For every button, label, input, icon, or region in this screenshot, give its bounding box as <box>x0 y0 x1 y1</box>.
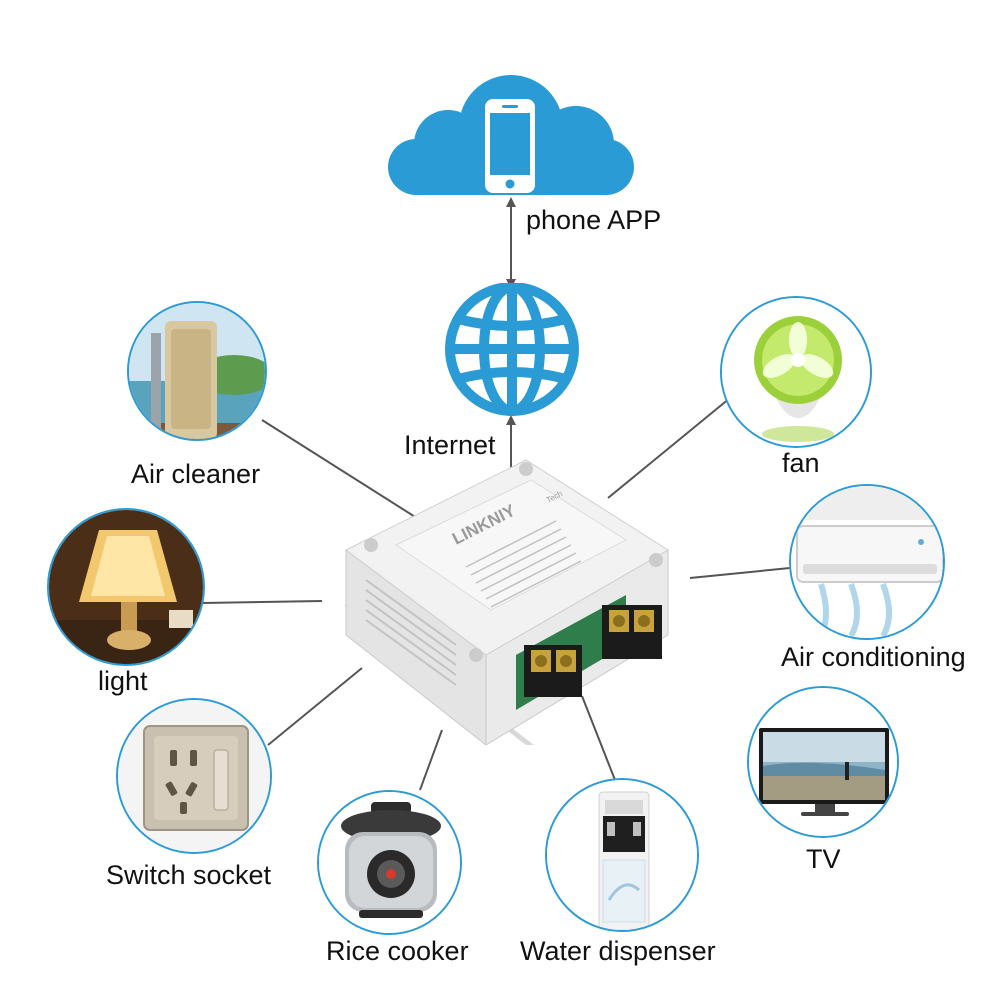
smartphone-icon <box>485 99 535 193</box>
connector-air-cleaner <box>261 419 421 521</box>
cloud-icon <box>388 75 634 195</box>
water-dispenser-circle <box>545 778 699 932</box>
connector-water-dispenser <box>581 695 616 781</box>
terminal-block-1 <box>524 645 582 697</box>
light-circle <box>47 508 205 666</box>
air-conditioning-label: Air conditioning <box>781 642 966 672</box>
air-cleaner-image <box>129 303 265 439</box>
connector-switch-socket <box>267 667 363 746</box>
tv-circle <box>747 686 899 838</box>
light-label: light <box>98 666 148 696</box>
connector-rice-cooker <box>419 729 443 791</box>
connector-fan <box>607 397 731 499</box>
terminal-block-2 <box>602 605 662 659</box>
rice-cooker-label: Rice cooker <box>326 936 469 966</box>
rice-cooker-image <box>319 792 460 933</box>
rice-cooker-circle <box>317 790 462 935</box>
air-conditioning-circle <box>789 484 945 640</box>
water-dispenser-image <box>547 780 697 930</box>
fan-circle <box>720 296 872 448</box>
air-cleaner-label: Air cleaner <box>131 459 261 489</box>
connector-light <box>201 600 323 604</box>
phone-app-label: phone APP <box>526 205 662 235</box>
tv-label: TV <box>806 844 841 874</box>
fan-label: fan <box>782 448 820 478</box>
air-cleaner-circle <box>127 301 267 441</box>
switch-socket-image <box>118 700 270 852</box>
fan-image <box>722 298 870 446</box>
internet-label: Internet <box>404 430 496 460</box>
air-conditioner-image <box>791 486 943 638</box>
switch-socket-circle <box>116 698 272 854</box>
connector-air-conditioning <box>689 567 791 579</box>
lamp-image <box>49 510 203 664</box>
switch-socket-label: Switch socket <box>106 860 272 890</box>
water-dispenser-label: Water dispenser <box>520 936 716 966</box>
globe-icon <box>445 283 579 416</box>
linknlink-relay-device: LINKNIY Tech <box>344 459 669 745</box>
tv-image <box>749 688 897 836</box>
